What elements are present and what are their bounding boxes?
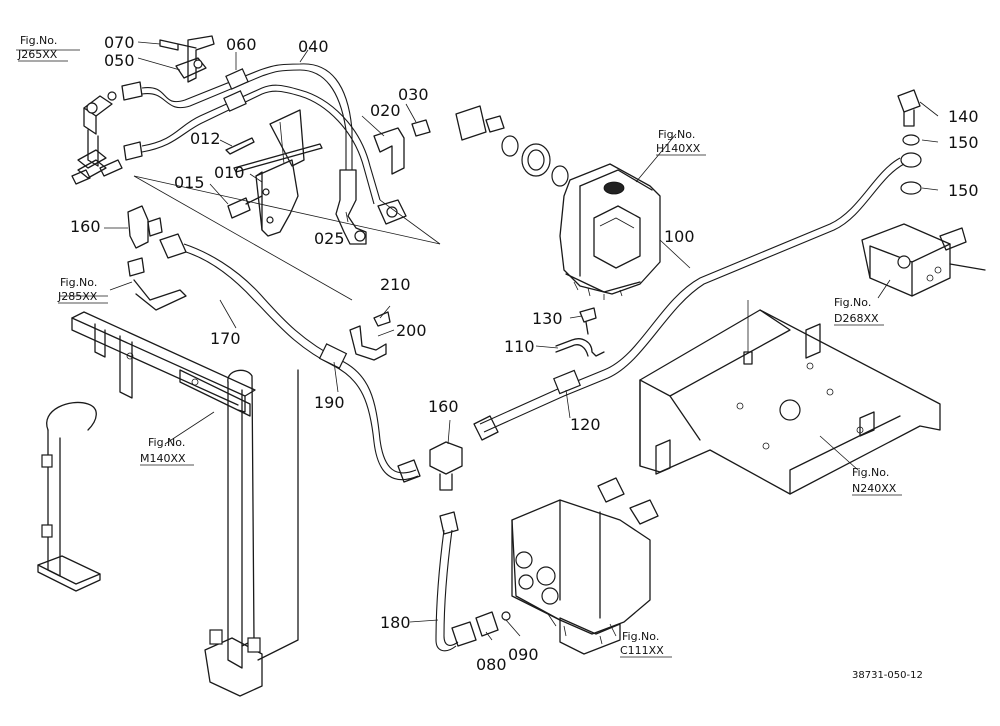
- leader-lines: [16, 41, 939, 641]
- pipe-100: [473, 157, 905, 441]
- label-210: 210: [380, 275, 411, 294]
- label-200: 200: [396, 321, 427, 340]
- label-010: 010: [214, 163, 245, 182]
- label-160-lower: 160: [428, 397, 459, 416]
- label-015: 015: [174, 173, 205, 192]
- label-170: 170: [210, 329, 241, 348]
- fig-label-j285: Fig.No.: [60, 276, 97, 289]
- mounting-bracket: [639, 300, 941, 495]
- fig-code-j265: J265XX: [17, 48, 58, 61]
- bracket-assembly: [225, 109, 323, 237]
- label-130: 130: [532, 309, 563, 328]
- region-outline: [133, 175, 441, 301]
- label-060: 060: [226, 35, 257, 54]
- fig-label-j265: Fig.No.: [20, 34, 57, 47]
- label-012: 012: [190, 129, 221, 148]
- label-030: 030: [398, 85, 429, 104]
- clamp-110: [555, 307, 605, 357]
- fig-code-m140: M140XX: [140, 452, 186, 465]
- label-100: 100: [664, 227, 695, 246]
- label-090: 090: [508, 645, 539, 664]
- label-140: 140: [948, 107, 979, 126]
- part-number-labels: 070 050 060 040 030 020 012 010 015 025 …: [70, 33, 979, 674]
- label-120: 120: [570, 415, 601, 434]
- label-180: 180: [380, 613, 411, 632]
- fig-label-d268: Fig.No.: [834, 296, 871, 309]
- tee-fitting-upper: [127, 205, 187, 311]
- label-025: 025: [314, 229, 345, 248]
- pipe-170: [159, 233, 421, 483]
- fig-code-n240: N240XX: [852, 482, 897, 495]
- fig-code-c111: C111XX: [620, 644, 664, 657]
- label-040: 040: [298, 37, 329, 56]
- drawing-code: 38731-050-12: [852, 670, 923, 681]
- hydraulic-pump: [455, 105, 661, 300]
- label-080: 080: [476, 655, 507, 674]
- label-160-upper: 160: [70, 217, 101, 236]
- label-150-lower: 150: [948, 181, 979, 200]
- fig-code-j285: J285XX: [57, 290, 98, 303]
- label-020: 020: [370, 101, 401, 120]
- fig-label-n240: Fig.No.: [852, 466, 889, 479]
- fig-code-d268: D268XX: [834, 312, 879, 325]
- label-150-upper: 150: [948, 133, 979, 152]
- frame-stand: [37, 311, 299, 697]
- control-valve: [475, 477, 659, 655]
- label-190: 190: [314, 393, 345, 412]
- fig-label-m140: Fig.No.: [148, 436, 185, 449]
- label-070: 070: [104, 33, 135, 52]
- fig-code-h140: H140XX: [656, 142, 701, 155]
- right-valve: [861, 89, 986, 297]
- left-hose-fittings: [71, 81, 143, 185]
- upper-pipes: [141, 35, 431, 245]
- fig-label-c111: Fig.No.: [622, 630, 659, 643]
- fig-label-h140: Fig.No.: [658, 128, 695, 141]
- clip-200: [349, 311, 391, 361]
- tee-fitting-lower: [429, 441, 477, 652]
- label-050: 050: [104, 51, 135, 70]
- figure-reference-labels: Fig.No. J265XX Fig.No. J285XX Fig.No. M1…: [17, 34, 902, 658]
- label-110: 110: [504, 337, 535, 356]
